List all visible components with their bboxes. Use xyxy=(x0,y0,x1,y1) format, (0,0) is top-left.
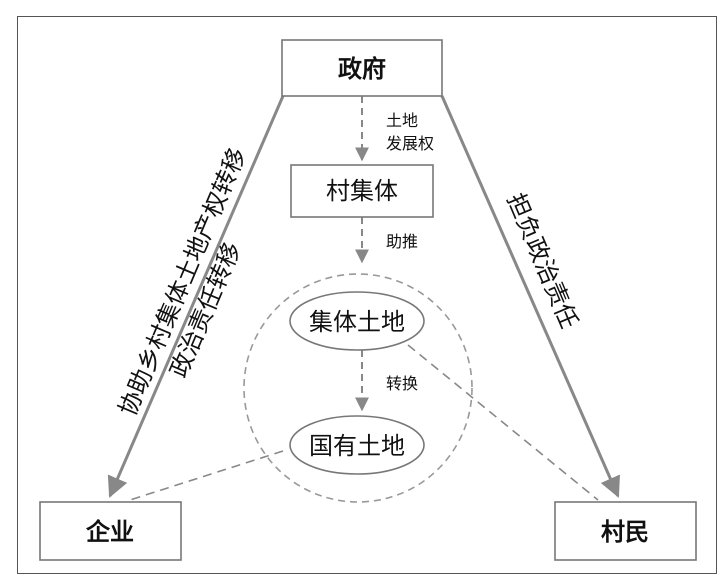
villagers-label: 村民 xyxy=(601,518,649,546)
villagers-box xyxy=(554,501,697,561)
arrow-government-to-enterprise xyxy=(107,95,285,498)
government-label: 政府 xyxy=(338,55,386,83)
collective-land-ellipse xyxy=(289,291,425,351)
edge-label-development-right: 发展权 xyxy=(386,134,434,153)
collective-land-label: 集体土地 xyxy=(309,308,405,336)
government-box xyxy=(281,39,443,97)
state-land-label: 国有土地 xyxy=(309,432,405,460)
state-land-ellipse xyxy=(289,415,425,475)
link-state-land-to-enterprise xyxy=(129,450,284,501)
arrow-government-to-villagers xyxy=(440,95,620,498)
village-collective-box xyxy=(290,164,434,218)
edge-label-promote: 助推 xyxy=(386,232,418,251)
edge-label-convert: 转换 xyxy=(386,374,418,393)
link-collective-land-to-villagers xyxy=(407,344,599,501)
edge-label-land: 土地 xyxy=(386,111,418,130)
enterprise-box xyxy=(39,501,182,561)
land-conversion-circle xyxy=(243,273,473,503)
diagram-frame xyxy=(17,16,717,574)
village-collective-label: 村集体 xyxy=(326,177,398,205)
enterprise-label: 企业 xyxy=(86,518,134,546)
